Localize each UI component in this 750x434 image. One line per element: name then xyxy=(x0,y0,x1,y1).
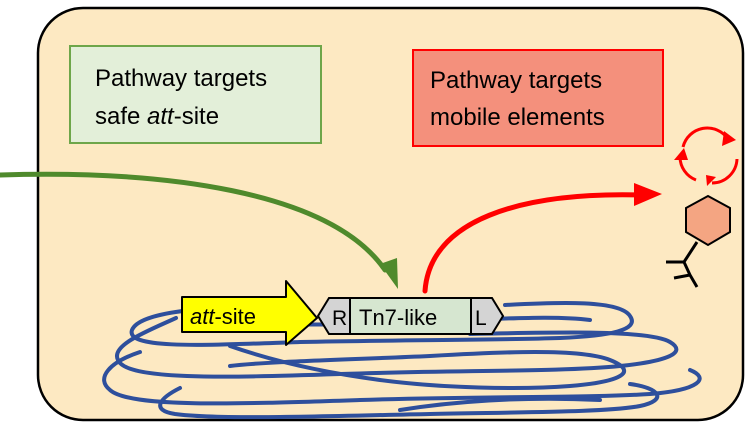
safe-box-line1: Pathway targets xyxy=(95,65,267,92)
left-end-cap xyxy=(470,297,505,335)
transposon-body xyxy=(349,297,472,335)
att-site-label: att-site xyxy=(190,304,256,329)
safe-att-site-box: Pathway targets safe att-site xyxy=(69,45,322,144)
mobile-box-line1: Pathway targets xyxy=(430,67,602,94)
safe-box-line2: safe att-site xyxy=(95,103,219,130)
transposon-name-label: Tn7-like xyxy=(359,305,437,330)
transposon-right-label: R xyxy=(332,307,347,330)
mobile-box-line2: mobile elements xyxy=(430,104,605,131)
right-end-cap xyxy=(316,297,351,335)
green-arrowhead xyxy=(380,258,398,289)
plasmid-icon xyxy=(674,126,739,186)
att-site-arrow: att-site xyxy=(181,280,318,346)
transposon-left-label: L xyxy=(475,307,487,330)
mobile-elements-box: Pathway targets mobile elements xyxy=(412,49,664,147)
transposon-element: R Tn7-like L xyxy=(316,297,505,335)
red-arrowhead xyxy=(634,183,662,206)
red-targeting-arrow xyxy=(422,192,643,294)
green-targeting-arrow xyxy=(0,171,388,273)
phage-icon xyxy=(666,194,731,288)
